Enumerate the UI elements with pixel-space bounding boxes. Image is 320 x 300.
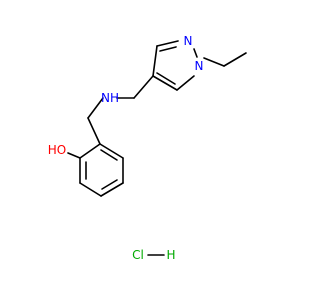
bonds — [67, 40, 247, 256]
bond-c2-oxygen — [67, 152, 81, 159]
pyrazole-n2-label: N — [184, 34, 193, 48]
bond-benzene-c1-c2 — [79, 143, 101, 159]
bond-benzene-c4-c5 — [100, 182, 124, 197]
bond-amine-ch2 — [87, 97, 104, 119]
bond-pyrazole-c5-c4 — [152, 75, 178, 91]
bond-pyrazole-c5-c4-inner — [156, 72, 176, 85]
bond-pyrazole-n2-n1 — [193, 48, 198, 58]
bond-ch2-benzene — [87, 117, 101, 145]
bond-benzene-c6-c1-inner — [100, 149, 118, 161]
hydroxyl-label: HO — [48, 143, 66, 157]
bond-ethyl-ch2 — [203, 57, 225, 67]
bond-ethyl-ch3 — [223, 52, 247, 67]
bond-pyrazole-n1-c5 — [176, 75, 195, 91]
amine-label: NH — [101, 91, 119, 105]
chlorine-label: Cl — [132, 248, 144, 262]
bond-pyrazole-c3-n2-inner — [159, 46, 177, 52]
hydrogen-label: H — [166, 248, 175, 262]
bond-pyrazole-c3-n2 — [156, 40, 179, 47]
pyrazole-n1-label: N — [195, 59, 204, 73]
bond-benzene-c3-c4 — [79, 182, 102, 197]
bond-benzene-c4-c5-inner — [101, 179, 118, 190]
bond-pyrazole-c4-c3 — [152, 45, 158, 77]
bond-pyrazole-ch2 — [133, 75, 154, 99]
bond-benzene-c6-c1 — [99, 143, 124, 159]
atom-labels: N N NH HO Cl H — [48, 34, 204, 262]
molecule-structure: N N NH HO Cl H — [48, 34, 247, 262]
